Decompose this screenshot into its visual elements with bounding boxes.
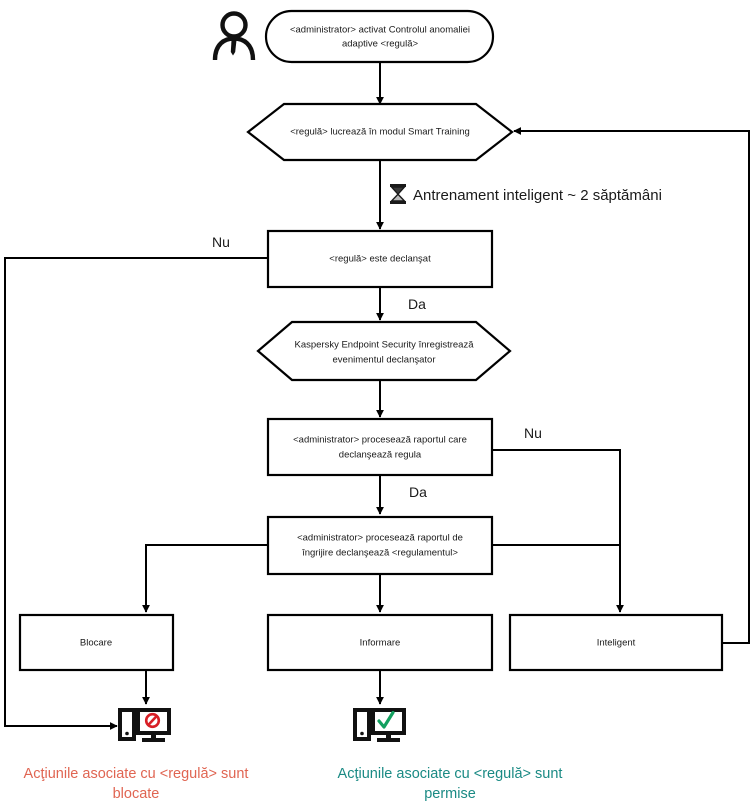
node-admin-processes-report-line2: declanşează regula	[339, 450, 422, 461]
caption-allowed-line1: Acţiunile asociate cu <regulă> sunt	[338, 766, 563, 782]
edge-label-rule-yes: Da	[408, 296, 426, 312]
node-care-report-line1: <administrator> procesează raportul de	[297, 533, 463, 544]
node-care-report-line2: îngrijire declanşează <regulamentul>	[301, 548, 458, 559]
node-admin-processes-care-report	[266, 515, 494, 576]
node-smart-label: Inteligent	[597, 638, 636, 649]
node-kes-registers	[256, 320, 512, 382]
node-start-line2: adaptive <regulă>	[342, 39, 419, 50]
edge-report-no-to-smart	[492, 449, 624, 613]
person-icon	[212, 11, 256, 61]
connectors	[4, 62, 750, 730]
node-smart-training	[246, 102, 514, 162]
edge-label-report-no: Nu	[524, 425, 542, 441]
node-admin-processes-report	[266, 417, 494, 477]
computer-allowed-icon	[353, 708, 406, 742]
annotation-label: Antrenament inteligent ~ 2 săptămâni	[413, 187, 662, 204]
node-block-label: Blocare	[80, 638, 112, 649]
edge-label-rule-no: Nu	[212, 234, 230, 250]
edge-care-to-block	[142, 544, 268, 613]
hourglass-icon	[389, 184, 407, 204]
edge-smart-feedback-loop	[513, 127, 750, 644]
node-start	[264, 9, 495, 64]
node-rule-triggered	[266, 229, 494, 289]
node-smart-training-label: <regulă> lucrează în modul Smart Trainin…	[290, 127, 470, 138]
edge-label-report-yes: Da	[409, 484, 427, 500]
node-kes-registers-line1: Kaspersky Endpoint Security înregistreaz…	[294, 340, 474, 351]
caption-allowed-line2: permise	[424, 786, 476, 802]
node-start-line1: <administrator> activat Controlul anomal…	[290, 25, 470, 36]
node-block	[18, 613, 175, 672]
node-smart	[508, 613, 724, 672]
caption-blocked-line2: blocate	[113, 786, 160, 802]
node-kes-registers-line2: evenimentul declanşator	[333, 355, 436, 366]
caption-blocked-line1: Acţiunile asociate cu <regulă> sunt	[24, 766, 249, 782]
node-admin-processes-report-line1: <administrator> procesează raportul care	[293, 435, 467, 446]
computer-blocked-icon	[118, 708, 171, 742]
node-inform-label: Informare	[360, 638, 401, 649]
node-rule-triggered-label: <regulă> este declanşat	[329, 254, 431, 265]
node-inform	[266, 613, 494, 672]
edge-rule-no-loop	[4, 257, 268, 730]
